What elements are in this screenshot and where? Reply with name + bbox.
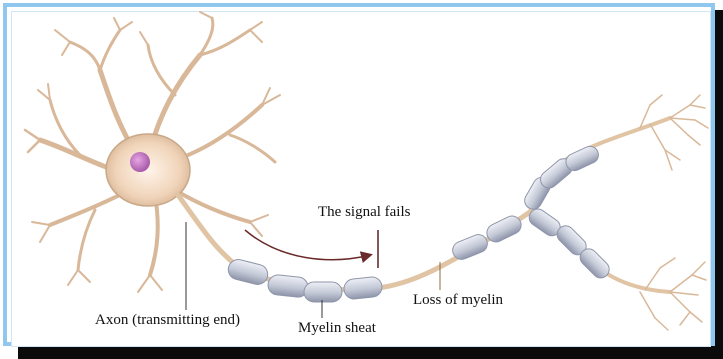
myelin-segments xyxy=(226,213,524,302)
signal-arrow xyxy=(245,230,370,260)
label-myelin-sheat: Myelin sheat xyxy=(298,320,376,337)
label-axon: Axon (transmitting end) xyxy=(95,312,240,329)
myelin-upper-branch xyxy=(522,144,602,213)
axon-terminals xyxy=(640,95,708,330)
myelin-lower-branch xyxy=(526,206,613,282)
axon-upper-branch xyxy=(530,118,670,212)
label-signal-fails: The signal fails xyxy=(318,204,410,221)
nucleus xyxy=(130,152,150,172)
label-loss-of-myelin: Loss of myelin xyxy=(413,292,503,309)
